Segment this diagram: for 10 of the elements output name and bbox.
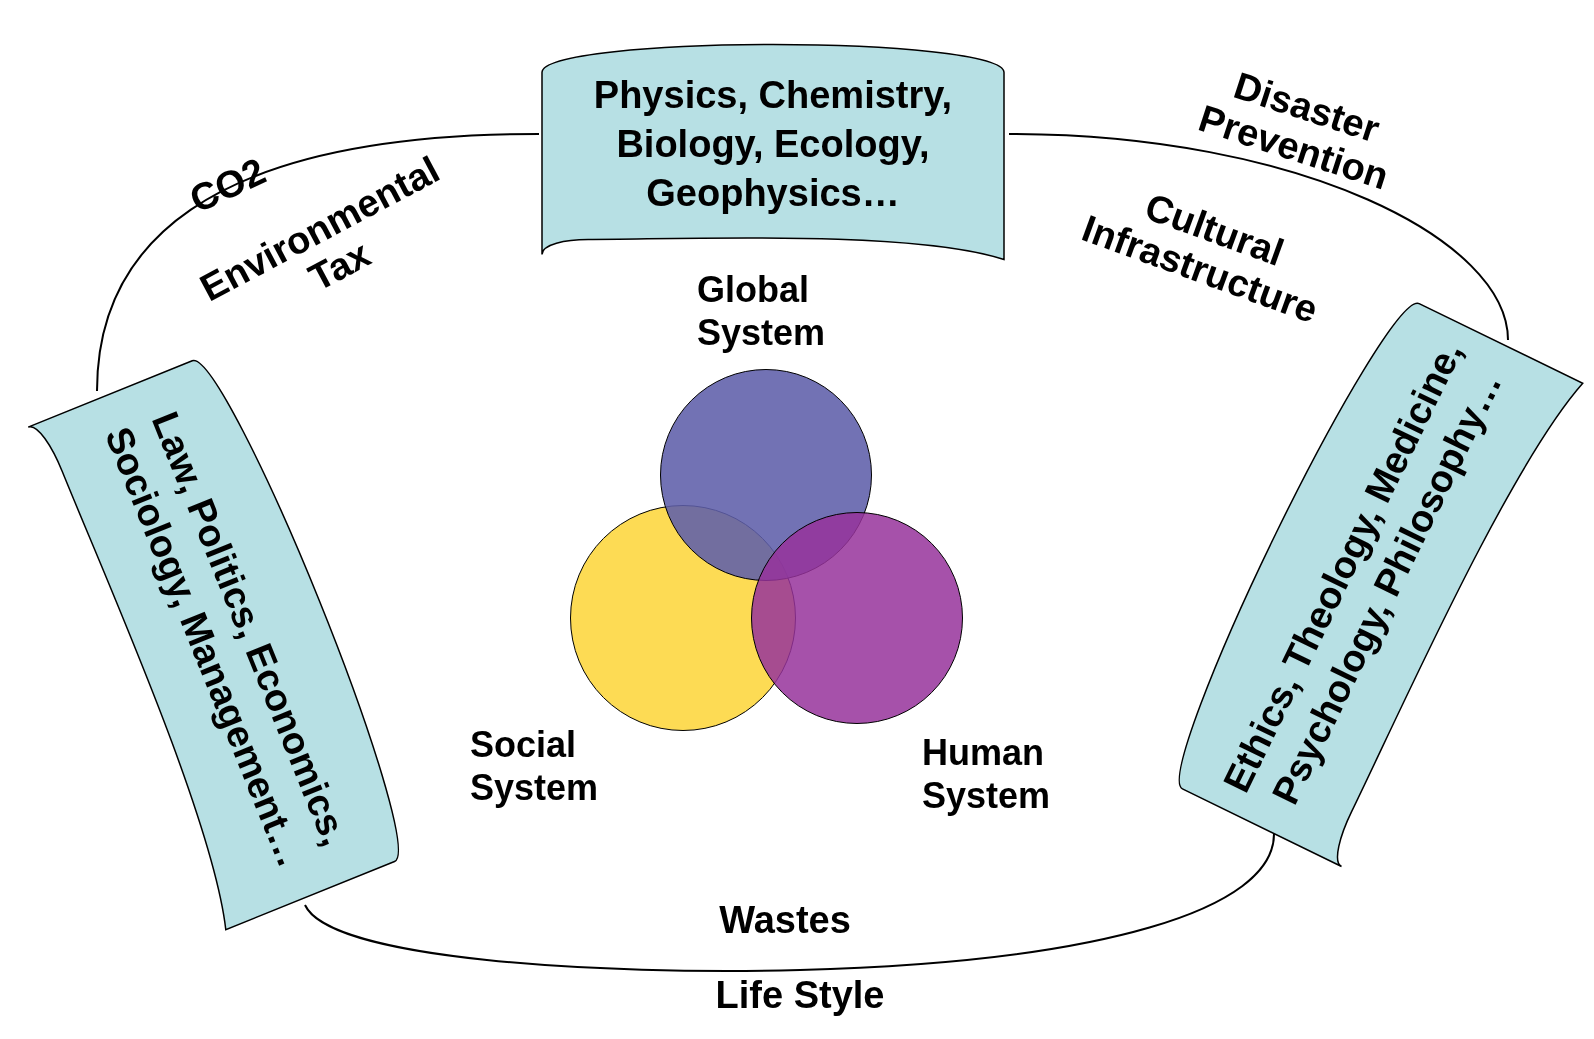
annotation-text: Life Style (714, 975, 886, 1017)
annotation-text: Wastes (718, 900, 852, 942)
circle-label: Human System (922, 731, 1052, 818)
connector-line (96, 133, 540, 392)
circle-label: Global System (697, 268, 827, 355)
scroll-banner (542, 44, 1004, 260)
banner-text: Physics, Chemistry, Biology, Ecology, Geophysics… (592, 72, 954, 217)
connector-line (304, 833, 1275, 972)
connector-line (1008, 133, 1509, 341)
circle-label: Social System (470, 723, 600, 810)
